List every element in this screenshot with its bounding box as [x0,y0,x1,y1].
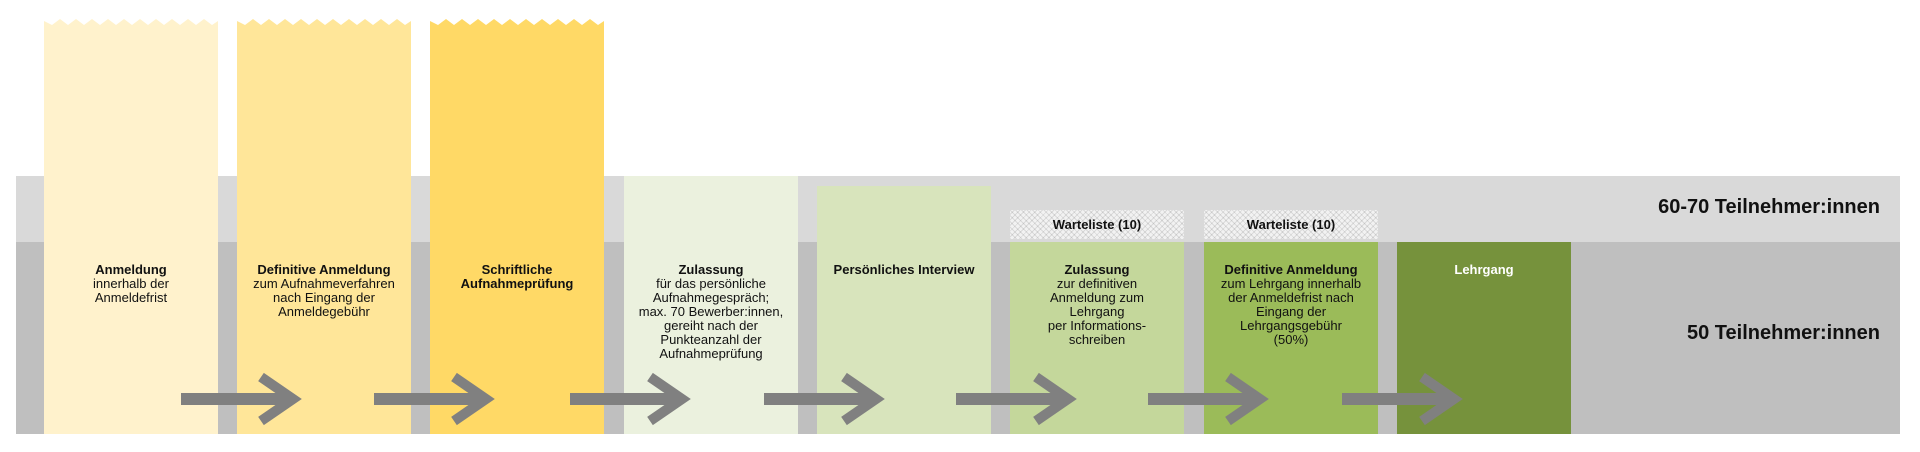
torn-edge-decoration [237,19,411,27]
step-title: Definitive Anmeldung [1224,262,1358,277]
step-lehrgang: Lehrgang [1397,242,1571,434]
band-label-top: 60-70 Teilnehmer:innen [1658,196,1880,218]
step-desc: für das persönliche Aufnahmegespräch; ma… [638,276,784,361]
step-zulassung-gespraech: Zulassung für das persönliche Aufnahmege… [624,176,798,434]
step-title: Schriftliche Aufnahmeprüfung [460,262,574,291]
step-definitive-anmeldung-aufnahme: Definitive Anmeldung zum Aufnahmeverfahr… [237,19,411,434]
step-title: Lehrgang [1454,262,1514,277]
band-label-bottom: 50 Teilnehmer:innen [1686,322,1880,344]
step-persoenliches-interview: Persönliches Interview [817,186,991,434]
step-zulassung-definitiv: Zulassung zur definitiven Anmeldung zum … [1010,242,1184,434]
step-desc: innerhalb der Anmeldefrist [93,276,169,305]
step-definitive-anmeldung-lehrgang: Definitive Anmeldung zum Lehrgang innerh… [1204,242,1378,434]
step-desc: zum Lehrgang innerhalb der Anmeldefrist … [1220,276,1362,347]
step-title: Definitive Anmeldung [257,262,391,277]
step-schriftliche-aufnahmepruefung: Schriftliche Aufnahmeprüfung [430,19,604,434]
step-title: Zulassung [1064,262,1130,277]
torn-edge-decoration [430,19,604,27]
step-desc: zur definitiven Anmeldung zum Lehrgang p… [1047,276,1147,347]
step-title: Zulassung [678,262,744,277]
step-anmeldung: Anmeldung innerhalb der Anmeldefrist [44,19,218,434]
waitlist-box: Warteliste (10) [1204,210,1378,239]
waitlist-box: Warteliste (10) [1010,210,1184,239]
step-title: Persönliches Interview [833,262,975,277]
step-desc: zum Aufnahmeverfahren nach Eingang der A… [253,276,395,319]
torn-edge-decoration [44,19,218,27]
step-title: Anmeldung [95,262,167,277]
